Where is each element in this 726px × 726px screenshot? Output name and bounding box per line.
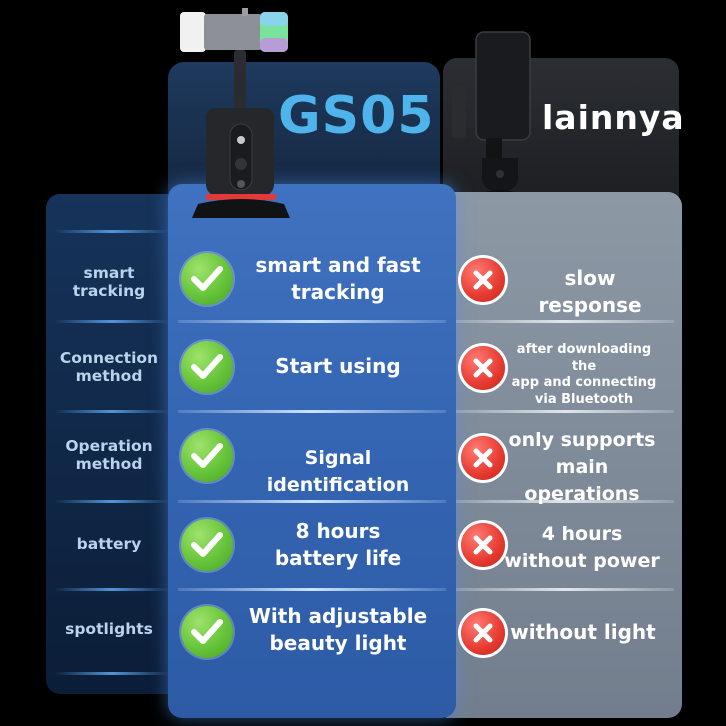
row-separator: [54, 230, 170, 233]
row-separator: [54, 500, 170, 503]
cross-icon: [461, 258, 505, 302]
row-separator: [456, 500, 674, 503]
cross-icon: [461, 436, 505, 480]
lainnya-operation-value: only supports main operations: [508, 429, 656, 505]
row-separator: [178, 320, 446, 323]
label-operation-method: Operation method: [65, 437, 153, 473]
row-separator: [456, 320, 674, 323]
lainnya-connection-value: after downloading the app and connecting…: [511, 342, 657, 407]
check-icon: [181, 519, 233, 571]
lainnya-spotlights-value: without light: [510, 620, 656, 644]
row-separator: [456, 410, 674, 413]
check-icon: [181, 430, 233, 482]
row-separator: [54, 588, 170, 591]
check-icon: [181, 253, 233, 305]
gs05-spotlights-value: With adjustable beauty light: [248, 604, 428, 655]
gs05-battery-value: 8 hours battery life: [274, 519, 402, 570]
cross-icon: [461, 611, 505, 655]
label-smart-tracking: smart tracking: [72, 264, 146, 300]
row-separator: [178, 588, 446, 591]
lainnya-brand-title: lainnya: [542, 98, 685, 137]
row-separator: [54, 672, 170, 675]
row-separator: [456, 588, 674, 591]
gs05-connection-value: Start using: [275, 354, 401, 378]
lainnya-smart-tracking-value: slow response: [538, 266, 642, 317]
lainnya-battery-value: 4 hours without power: [504, 523, 660, 572]
gs05-smart-tracking-value: smart and fast tracking: [255, 253, 421, 304]
label-connection-method: Connection method: [59, 349, 159, 385]
check-icon: [181, 606, 233, 658]
cross-icon: [461, 523, 505, 567]
gs05-brand-title: GS05: [278, 86, 435, 146]
gs05-gimbal-image: [180, 8, 290, 218]
row-separator: [178, 410, 446, 413]
cross-icon: [461, 346, 505, 390]
row-separator: [54, 410, 170, 413]
check-icon: [181, 341, 233, 393]
row-separator: [54, 320, 170, 323]
gs05-operation-value: Signal identification: [266, 447, 410, 496]
label-battery: battery: [76, 535, 142, 553]
label-spotlights: spotlights: [65, 620, 153, 638]
feature-label-column: [46, 194, 172, 694]
row-separator: [178, 500, 446, 503]
